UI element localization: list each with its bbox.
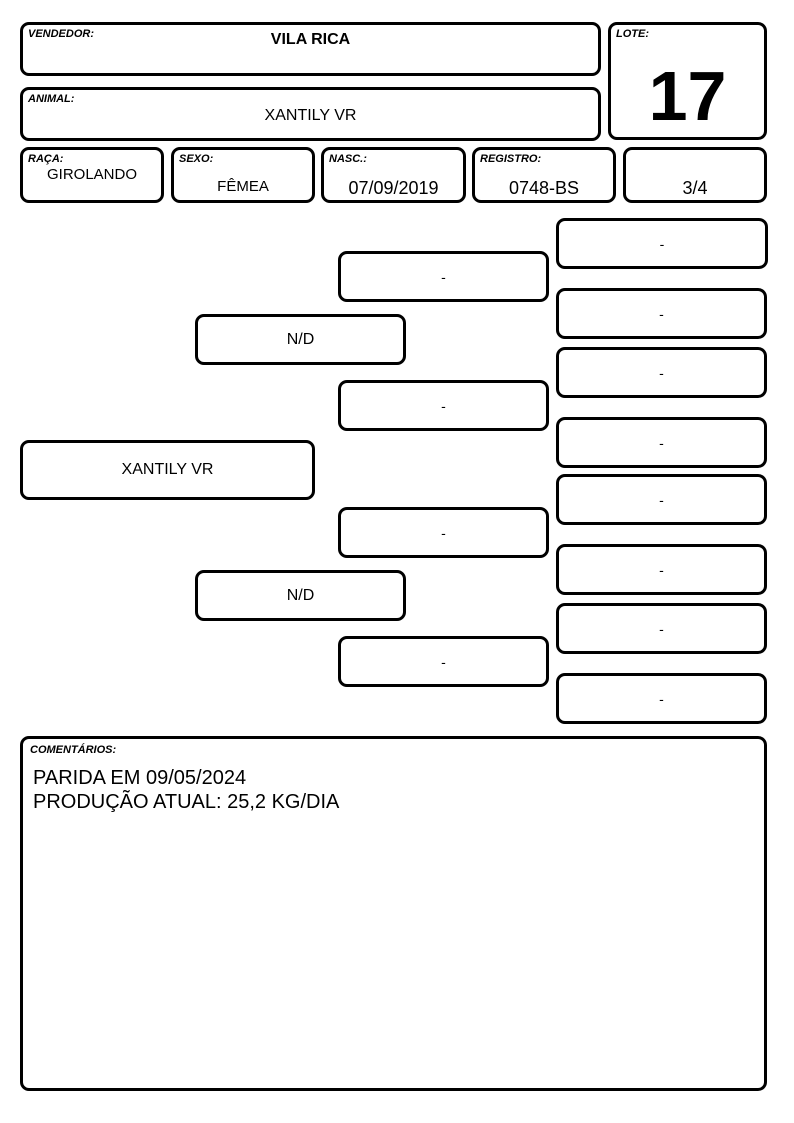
pedigree-grandparent-2: - bbox=[338, 380, 549, 431]
comment-line-1: PARIDA EM 09/05/2024 bbox=[33, 767, 247, 789]
registro-label: REGISTRO: bbox=[480, 153, 542, 165]
vendedor-label: VENDEDOR: bbox=[28, 28, 95, 40]
pedigree-great-grandparent-3: - bbox=[556, 347, 767, 398]
comments-text: PARIDA EM 09/05/2024 PRODUÇÃO ATUAL: 25,… bbox=[33, 766, 339, 814]
lote-box: LOTE: 17 bbox=[608, 22, 767, 140]
vendedor-box: VENDEDOR: VILA RICA bbox=[20, 22, 601, 76]
sexo-box: SEXO: FÊMEA bbox=[171, 147, 315, 203]
animal-box: ANIMAL: XANTILY VR bbox=[20, 87, 601, 141]
raca-box: RAÇA: GIROLANDO bbox=[20, 147, 164, 203]
grau-value: 3/4 bbox=[682, 178, 708, 198]
nasc-label: NASC.: bbox=[329, 153, 367, 165]
sexo-label: SEXO: bbox=[179, 153, 214, 165]
pedigree-great-grandparent-4: - bbox=[556, 417, 767, 468]
lote-label: LOTE: bbox=[616, 28, 649, 40]
grau-box: 3/4 bbox=[623, 147, 767, 203]
registro-value: 0748-BS bbox=[508, 178, 580, 198]
vendedor-value: VILA RICA bbox=[270, 31, 351, 48]
pedigree-grandparent-4: - bbox=[338, 636, 549, 687]
pedigree-sire: N/D bbox=[195, 314, 406, 365]
comments-box: COMENTÁRIOS: PARIDA EM 09/05/2024 PRODUÇ… bbox=[20, 736, 767, 1091]
raca-value: GIROLANDO bbox=[46, 166, 137, 183]
pedigree-great-grandparent-7: - bbox=[556, 603, 767, 654]
animal-value: XANTILY VR bbox=[264, 107, 357, 124]
pedigree-dam: N/D bbox=[195, 570, 406, 621]
registro-box: REGISTRO: 0748-BS bbox=[472, 147, 616, 203]
pedigree-grandparent-1: - bbox=[338, 251, 549, 302]
pedigree-grandparent-3: - bbox=[338, 507, 549, 558]
pedigree-great-grandparent-1: - bbox=[556, 218, 768, 269]
sexo-value: FÊMEA bbox=[217, 178, 269, 195]
pedigree-great-grandparent-5: - bbox=[556, 474, 767, 525]
comments-label: COMENTÁRIOS: bbox=[30, 744, 117, 756]
pedigree-great-grandparent-2: - bbox=[556, 288, 767, 339]
pedigree-great-grandparent-8: - bbox=[556, 673, 767, 724]
pedigree-animal: XANTILY VR bbox=[20, 440, 315, 500]
pedigree-great-grandparent-6: - bbox=[556, 544, 767, 595]
nasc-value: 07/09/2019 bbox=[348, 178, 439, 198]
nasc-box: NASC.: 07/09/2019 bbox=[321, 147, 466, 203]
animal-label: ANIMAL: bbox=[28, 93, 75, 105]
raca-label: RAÇA: bbox=[28, 153, 64, 165]
lote-number: 17 bbox=[648, 57, 727, 135]
comment-line-2: PRODUÇÃO ATUAL: 25,2 KG/DIA bbox=[33, 791, 340, 813]
